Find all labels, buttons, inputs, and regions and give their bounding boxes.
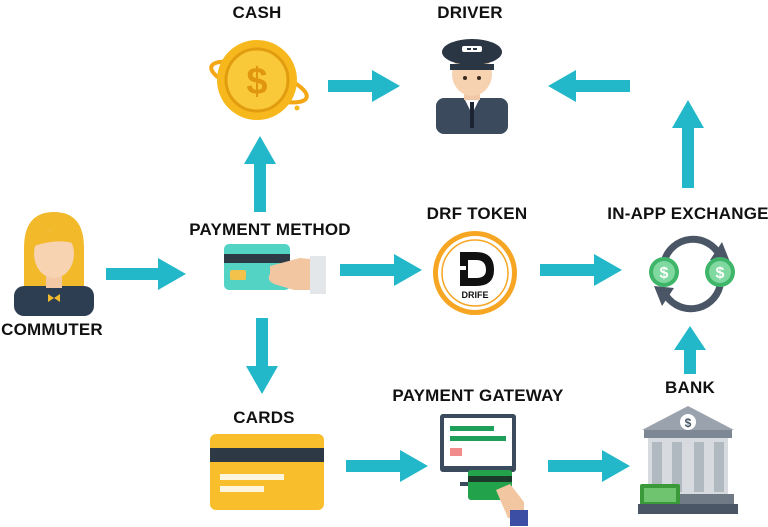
driver-label: DRIVER [437,3,503,22]
arrow-payment-to-cash [244,136,276,212]
arrow-exchange-to-driver [548,70,630,102]
credit-card-icon [210,434,324,510]
cash-label: CASH [232,3,282,22]
drife-token-icon: DRIFE [433,231,517,315]
svg-text:$: $ [660,265,669,282]
svg-text:$: $ [716,265,725,282]
arrow-bank-to-exchange [674,326,706,374]
in-app-exchange-label: IN-APP EXCHANGE [607,204,768,223]
arrow-payment-to-token [340,254,422,286]
svg-text:$: $ [246,61,267,103]
payment-gateway-label: PAYMENT GATEWAY [392,386,564,405]
bank-icon: $ [638,406,738,514]
driver-icon [436,39,508,134]
drife-logo-text: DRIFE [462,290,489,300]
arrow-token-to-exchange [540,254,622,286]
commuter-label: COMMUTER [1,320,103,339]
coin-icon: $ [209,40,309,120]
arrow-payment-to-cards [246,318,278,394]
bank-label: BANK [665,378,715,397]
arrow-exchange-up [672,100,704,188]
arrow-cash-to-driver [328,70,400,102]
exchange-icon: $ $ [649,235,735,313]
svg-text:$: $ [685,416,692,430]
card-hand-icon [224,244,326,294]
arrow-gateway-to-bank [548,450,630,482]
arrow-commuter-to-payment [106,258,186,290]
arrow-cards-to-gateway [346,450,428,482]
drf-token-label: DRF TOKEN [426,204,528,223]
commuter-icon [14,212,94,316]
payment-method-label: PAYMENT METHOD [189,220,351,239]
payment-gateway-icon [440,414,528,526]
cards-label: CARDS [233,408,295,427]
